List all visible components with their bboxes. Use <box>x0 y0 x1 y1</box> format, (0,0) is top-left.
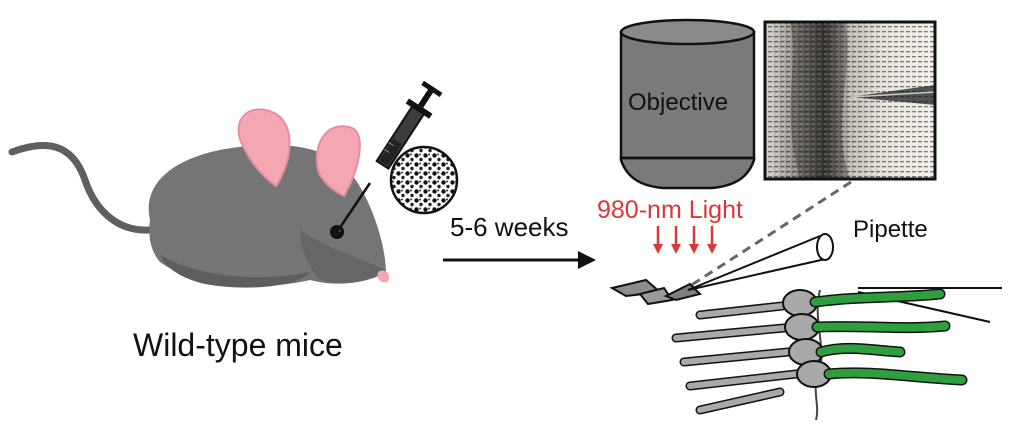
light-arrow <box>689 226 699 254</box>
syringe-flange <box>405 98 433 119</box>
syringe-tick <box>388 142 394 147</box>
light-arrows <box>653 226 717 254</box>
syringe-icon <box>335 80 443 233</box>
neuron-dendrite <box>697 389 783 413</box>
light-arrow <box>671 226 681 254</box>
time-interval-label: 5-6 weeks <box>450 212 569 242</box>
pipette-label: Pipette <box>853 216 928 243</box>
objective-label: Objective <box>628 89 728 116</box>
mouse-ear-front <box>315 125 361 198</box>
neuron <box>671 313 951 343</box>
micrograph-frame <box>763 20 937 181</box>
syringe-thumb <box>421 80 443 98</box>
objective-top-rim <box>619 18 756 46</box>
neuron <box>695 288 946 320</box>
retina-micrograph-image <box>765 22 935 179</box>
mouse-head-shadow <box>300 230 386 283</box>
microscope-objective-icon <box>619 18 756 190</box>
retinal-neurons-illustration <box>671 287 1002 421</box>
mouse-caption: Wild-type mice <box>133 327 343 363</box>
light-arrow <box>707 226 717 254</box>
mouse-ear-back <box>237 108 291 188</box>
mouse-illustration <box>8 108 390 288</box>
syringe-liquid <box>379 138 403 166</box>
light-label: 980-nm Light <box>597 196 743 224</box>
timeline-arrow <box>443 251 596 269</box>
syringe-tick <box>384 148 390 153</box>
retina-piece-icon <box>609 278 702 306</box>
syringe-needle <box>335 182 372 233</box>
mouse-nose <box>377 270 390 283</box>
syringe-plunger <box>418 87 435 108</box>
patch-pipette-icon <box>687 233 834 291</box>
nanoparticle-circle-icon <box>389 145 459 215</box>
mouse-tail <box>8 142 167 234</box>
zoom-dashed-line <box>689 180 852 288</box>
light-arrow <box>653 226 663 254</box>
neuron <box>679 338 906 367</box>
mouse-belly-shadow <box>160 255 310 288</box>
objective-tip <box>619 156 756 190</box>
neuron <box>685 360 968 391</box>
